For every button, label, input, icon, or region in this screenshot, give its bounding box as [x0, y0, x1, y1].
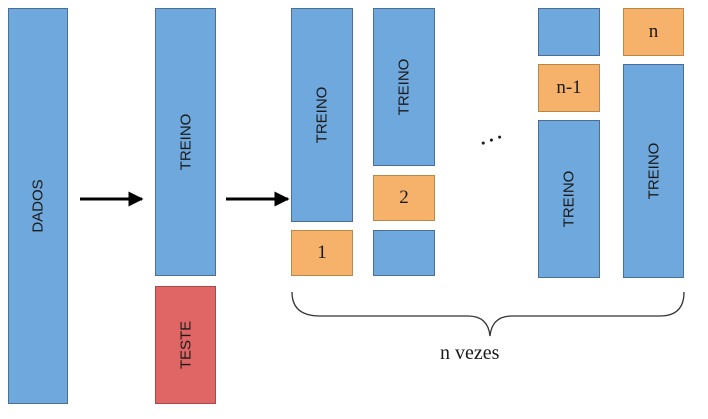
treino-block: TREINO: [155, 8, 216, 276]
foldn1-treino-block: TREINO: [538, 120, 600, 278]
caption-n-vezes: n vezes: [440, 342, 500, 364]
foldn1-validation-block: n-1: [538, 64, 600, 112]
teste-block: TESTE: [155, 286, 216, 404]
foldn-treino-block: TREINO: [623, 64, 684, 278]
foldn1-number: n-1: [556, 77, 582, 98]
foldn-validation-block: n: [623, 8, 684, 56]
dados-block: DADOS: [8, 8, 68, 404]
fold1-treino-block: TREINO: [291, 8, 353, 222]
folds-brace: [291, 291, 685, 337]
fold1-validation-block: 1: [291, 230, 353, 276]
fold2-treino-bottom-block: [373, 230, 435, 276]
foldn-number: n: [648, 21, 659, 42]
foldn1-treino-top-block: [538, 8, 600, 56]
fold2-treino-top-block: TREINO: [373, 8, 435, 166]
fold1-number: 1: [317, 242, 327, 263]
fold2-validation-block: 2: [373, 175, 435, 221]
fold2-number: 2: [399, 187, 409, 208]
